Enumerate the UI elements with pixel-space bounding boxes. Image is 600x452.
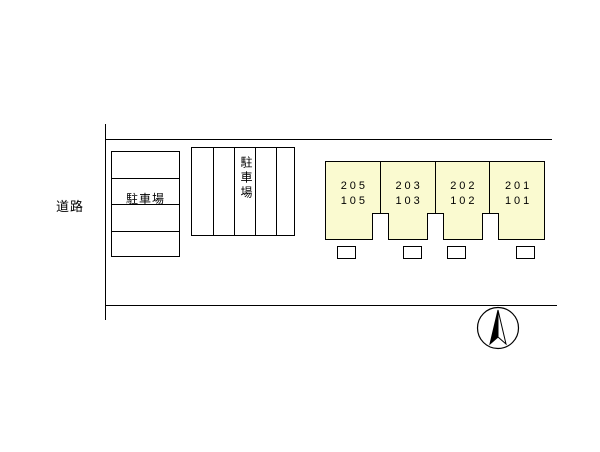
building-unit-201-101: 201 101 <box>489 162 544 239</box>
unit-number-upper: 202 <box>450 179 478 192</box>
building-unit-202-102: 202 102 <box>434 162 490 239</box>
parking-lot-left-label: 駐車場 <box>125 192 165 206</box>
entry-alcove <box>372 213 389 240</box>
building-block: 205 105 203 103 202 102 201 101 <box>325 161 545 240</box>
parking-stall-divider <box>276 148 277 235</box>
road-boundary-line <box>105 124 106 320</box>
unit-number-lower: 101 <box>504 194 533 207</box>
north-arrow <box>476 306 520 350</box>
entry-alcove <box>482 213 499 240</box>
building-unit-203-103: 203 103 <box>379 162 435 239</box>
unit-number-upper: 201 <box>504 179 533 192</box>
unit-number-lower: 103 <box>395 194 423 207</box>
parking-lot-middle-label: 駐車場 <box>239 156 253 201</box>
parking-stall-divider <box>234 148 235 235</box>
unit-numbers: 201 101 <box>502 179 532 209</box>
parking-stall-divider <box>255 148 256 235</box>
unit-numbers: 205 105 <box>338 179 368 209</box>
parking-stall-divider <box>213 148 214 235</box>
unit-number-upper: 205 <box>340 179 369 192</box>
top-boundary-line <box>105 139 552 140</box>
unit-numbers: 203 103 <box>392 179 422 209</box>
parking-stall-divider <box>112 178 179 179</box>
road-label: 道路 <box>56 199 85 214</box>
bottom-boundary-line <box>105 305 557 306</box>
porch-step <box>516 246 535 259</box>
parking-stall-divider <box>112 231 179 232</box>
parking-stall-divider <box>112 204 179 205</box>
parking-lot-left: 駐車場 <box>111 151 180 257</box>
unit-number-lower: 105 <box>340 194 369 207</box>
parking-lot-middle: 駐車場 <box>191 147 295 236</box>
porch-step <box>403 246 422 259</box>
entry-alcove <box>427 213 444 240</box>
unit-number-lower: 102 <box>450 194 478 207</box>
unit-numbers: 202 102 <box>447 179 477 209</box>
porch-step <box>337 246 356 259</box>
building-unit-205-105: 205 105 <box>326 162 380 239</box>
porch-step <box>447 246 466 259</box>
unit-number-upper: 203 <box>395 179 423 192</box>
north-arrow-icon <box>476 306 520 350</box>
